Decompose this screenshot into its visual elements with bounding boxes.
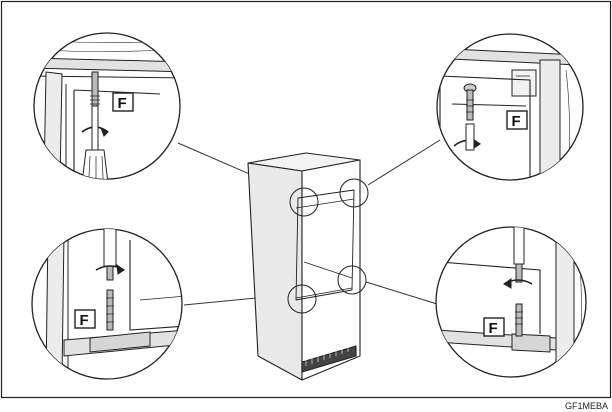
callout-circle-bottom-left	[287, 284, 317, 314]
part-box-bottom-left	[74, 309, 96, 329]
cabinet-front	[301, 159, 361, 381]
diagram-frame	[0, 0, 612, 399]
niche-bottom-edge	[295, 287, 353, 299]
callout-circle-top-left	[289, 187, 319, 217]
detail-bottom-right: F	[435, 226, 587, 378]
callout-circle-top-right	[339, 178, 369, 208]
part-label-bottom-right: F	[489, 320, 498, 337]
leader-top-right	[367, 139, 441, 186]
niche-top-edge	[295, 198, 355, 209]
figure-code: GF1MEBA	[565, 401, 608, 411]
cabinet-left-side	[247, 162, 303, 381]
plinth-vents	[305, 344, 349, 366]
cabinet	[247, 152, 369, 381]
cabinet-plinth	[301, 345, 357, 373]
callout-circle-bottom-right	[337, 265, 367, 295]
part-label-top-right: F	[512, 113, 521, 130]
detail-top-right: F	[436, 33, 584, 181]
leader-bottom-right	[365, 281, 438, 305]
part-label-top-left: F	[118, 95, 127, 112]
detail-bottom-left: F	[31, 228, 183, 380]
niche-diagonal	[303, 261, 353, 279]
part-label-bottom-left: F	[80, 312, 89, 329]
part-box-bottom-right	[483, 317, 505, 337]
part-box-top-left	[112, 92, 134, 112]
cabinet-niche	[295, 189, 355, 301]
detail-top-left: F	[33, 32, 181, 180]
part-box-top-right	[506, 110, 528, 130]
